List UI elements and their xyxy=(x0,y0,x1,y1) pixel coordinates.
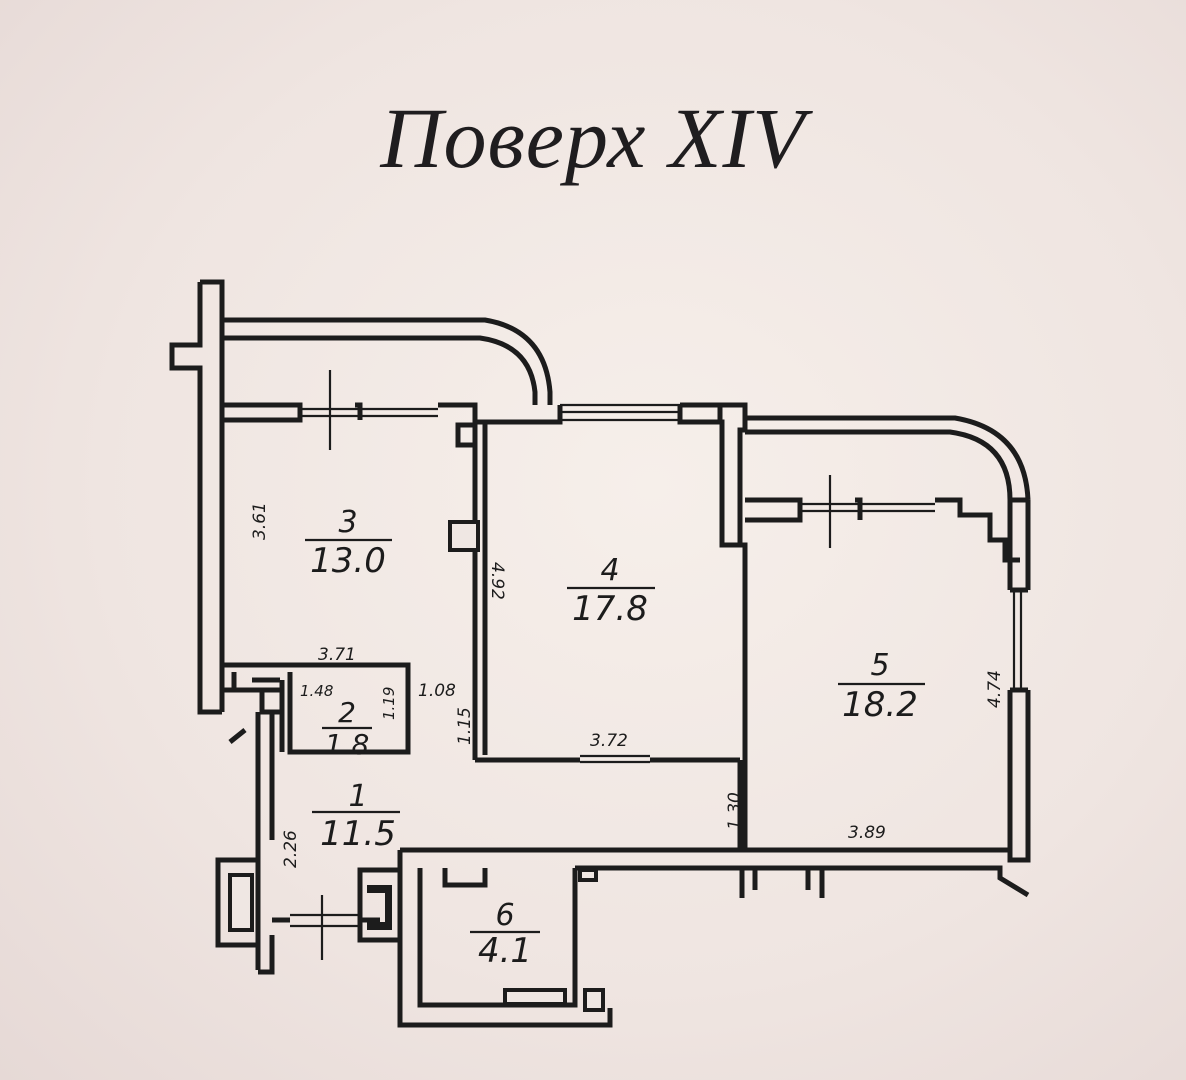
room-label-1: 1 11.5 xyxy=(312,779,400,854)
balcony-left xyxy=(222,317,553,405)
room5-right-wall xyxy=(1007,500,1031,863)
room-label-5: 5 18.2 xyxy=(838,648,925,725)
dim-room5-width: 3.89 xyxy=(848,823,886,843)
room-area: 11.5 xyxy=(320,814,396,854)
dim-hall-width: 1.08 xyxy=(418,681,456,701)
room-label-6: 6 4.1 xyxy=(470,898,540,971)
room-number: 5 xyxy=(870,648,889,683)
partition-4-5 xyxy=(719,402,748,850)
page-title: Поверх XIV xyxy=(380,90,806,186)
room-area: 17.8 xyxy=(572,589,648,629)
room-label-2: 2 1.8 xyxy=(322,696,372,761)
dimension-labels: 3.61 3.71 4.92 3.72 4.74 3.89 1.48 1.19 … xyxy=(250,502,1005,868)
dim-corridor-height: 1.30 xyxy=(725,792,745,830)
left-outer-wall xyxy=(169,279,411,715)
dim-room3-width: 3.71 xyxy=(318,645,356,665)
hall-left-wall xyxy=(228,712,275,975)
room-label-4: 4 17.8 xyxy=(567,553,655,629)
room-number: 2 xyxy=(338,696,356,729)
bottom-wall-stubs xyxy=(739,868,825,898)
room-area: 18.2 xyxy=(842,685,918,725)
dim-room2-height: 1.19 xyxy=(380,687,398,720)
room1-bottom-left xyxy=(215,857,258,948)
dim-room4-width: 3.72 xyxy=(590,731,628,751)
balcony-right xyxy=(745,415,1031,503)
dim-room3-height: 3.61 xyxy=(250,502,270,540)
partition-3-4 xyxy=(472,422,488,760)
room-label-3: 3 13.0 xyxy=(305,505,392,581)
room-number: 1 xyxy=(348,779,367,814)
bottom-wall xyxy=(400,847,1030,898)
walls xyxy=(169,279,1031,1028)
room6-walls xyxy=(397,847,613,1028)
room5-top-wall xyxy=(745,497,1020,563)
dim-room1-height: 2.26 xyxy=(281,830,301,868)
room-area: 4.1 xyxy=(478,931,532,971)
room-number: 4 xyxy=(600,553,619,588)
room3-top-wall xyxy=(222,402,478,448)
room-number: 6 xyxy=(495,898,514,933)
dim-hall-height: 1.15 xyxy=(455,707,475,745)
room-area: 13.0 xyxy=(310,541,386,581)
room-area: 1.8 xyxy=(325,728,370,761)
dim-room5-height: 4.74 xyxy=(985,670,1005,708)
room-number: 3 xyxy=(338,505,357,540)
dim-room2-width: 1.48 xyxy=(300,682,333,700)
room2-walls xyxy=(219,665,411,755)
dim-room4-height: 4.92 xyxy=(487,562,507,600)
